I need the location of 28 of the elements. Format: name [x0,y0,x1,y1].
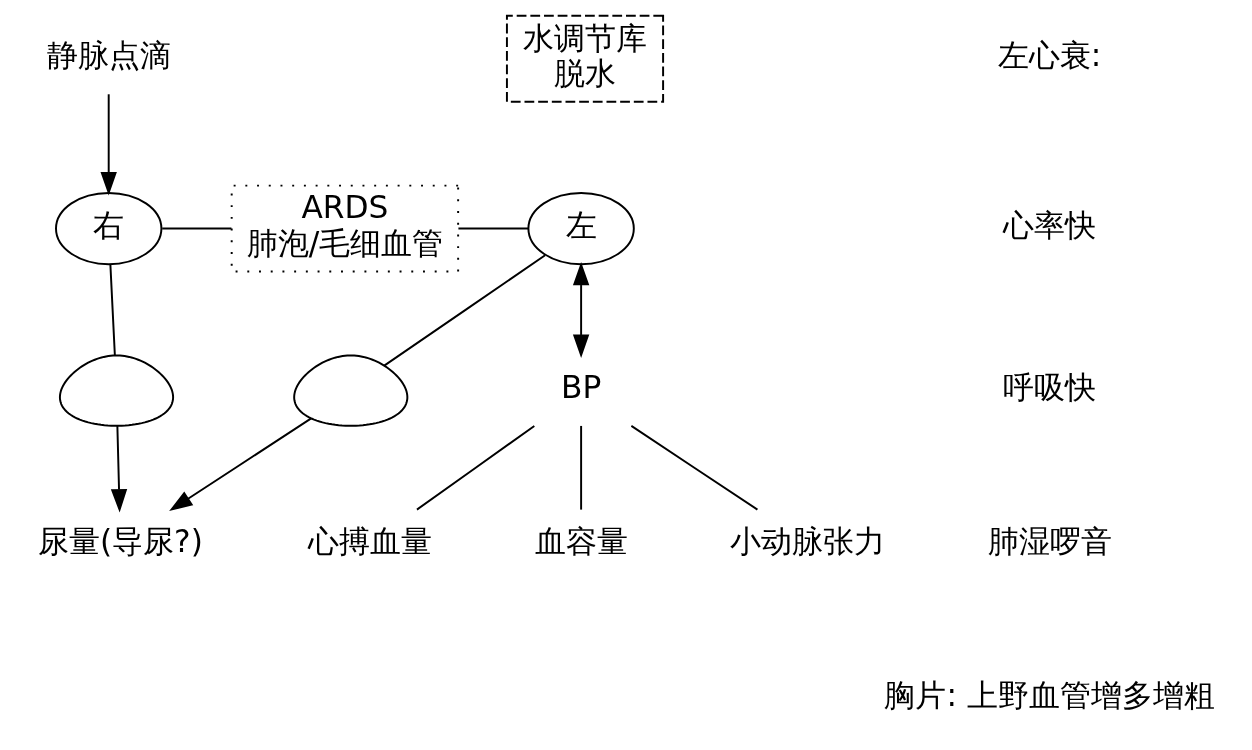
connector [629,424,758,511]
arrow [168,417,312,512]
label: 心率快 [1002,207,1096,244]
arrow [572,261,589,358]
label: 呼吸快 [1002,369,1096,406]
connector [160,227,232,230]
connector [579,424,582,511]
node-text: BP [560,369,601,406]
connector [382,254,546,367]
connector [415,424,535,511]
node-text: 尿量(导尿?) [37,523,203,560]
node-box: 水调节库 脱水 [505,14,664,103]
connector [456,227,529,230]
label: 胸片: 上野血管增多增粗 [883,677,1215,714]
arrow [110,424,127,513]
arrow [100,93,117,196]
node-kidney [58,354,174,427]
node-text: 小动脉张力 [729,523,885,560]
node-ellipse: 左 [526,191,635,266]
node-text: 心搏血量 [307,523,432,560]
label: 左心衰: [997,37,1101,74]
node-kidney [292,354,408,427]
connector [108,263,116,356]
node-ellipse: 右 [54,191,162,266]
node-text: 血容量 [534,523,628,560]
node-text: 静脉点滴 [46,37,171,74]
node-box: ARDS 肺泡/毛细血管 [230,184,459,273]
label: 肺湿啰音 [987,523,1112,560]
